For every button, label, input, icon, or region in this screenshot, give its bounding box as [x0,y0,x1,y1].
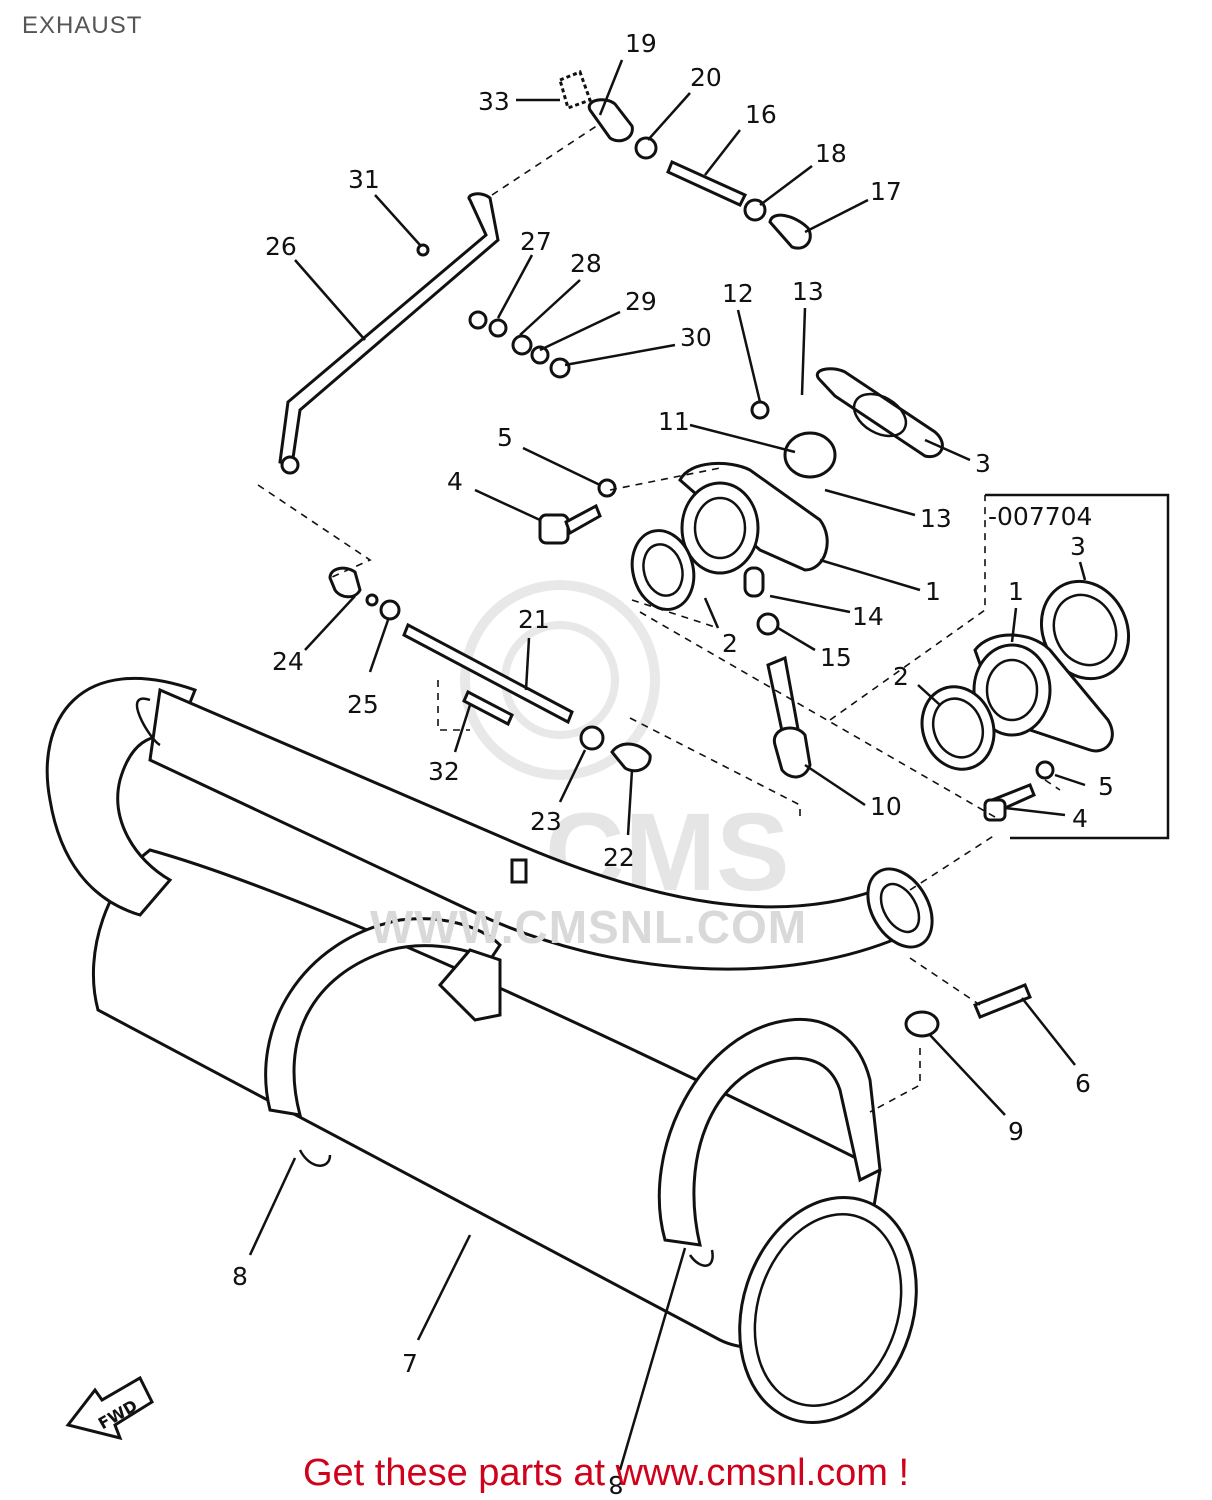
callout-4a: 4 [447,467,463,496]
bolt-4-upper [538,478,617,545]
inset-label: -007704 [988,502,1092,531]
callout-3a: 3 [975,449,991,478]
flange-gasket-3 [816,367,944,459]
callout-4b: 4 [1072,804,1088,833]
callout-31: 31 [348,165,380,194]
callout-16: 16 [745,100,777,129]
callout-32: 32 [428,757,460,786]
callout-5b: 5 [1098,772,1114,801]
callout-9: 9 [1008,1117,1024,1146]
callout-19: 19 [625,29,657,58]
callout-1b: 1 [1008,577,1024,606]
callout-11: 11 [658,407,690,436]
inset-flange-assembly [920,579,1131,822]
callout-26: 26 [265,232,297,261]
middle-hardware [328,566,812,779]
callout-14: 14 [852,602,884,631]
nut-9 [904,1010,940,1038]
callout-25: 25 [347,690,379,719]
callout-22: 22 [603,843,635,872]
callout-30: 30 [680,323,712,352]
callout-29: 29 [625,287,657,316]
callout-2b: 2 [893,662,909,691]
callout-8a: 8 [232,1262,248,1291]
callout-10: 10 [870,792,902,821]
callout-17: 17 [870,177,902,206]
page-title: EXHAUST [22,12,143,39]
callout-7: 7 [402,1349,418,1378]
fwd-arrow-icon: FWD [65,1375,154,1441]
callout-13a: 13 [792,277,824,306]
callout-3b: 3 [1070,532,1086,561]
callouts: 19 33 20 16 18 17 31 26 27 28 29 30 12 1… [232,29,1114,1499]
callout-1a: 1 [925,577,941,606]
clamp-6 [973,983,1032,1019]
callout-20: 20 [690,63,722,92]
leader-lines [248,59,1087,1471]
callout-23: 23 [530,807,562,836]
exhaust-pipe [45,677,934,971]
callout-27: 27 [520,227,552,256]
callout-2a: 2 [722,629,738,658]
callout-21: 21 [518,605,550,634]
alignment-lines [257,124,1061,1113]
watermark-url: WWW.CMSNL.COM [370,901,808,953]
exhaust-manifold-1 [630,461,829,636]
callout-24: 24 [272,647,304,676]
callout-18: 18 [815,139,847,168]
callout-13b: 13 [920,504,952,533]
pipe-26 [278,192,571,475]
muffler-band-left [264,917,502,1167]
muffler-band-right [657,1017,882,1267]
callout-12: 12 [722,279,754,308]
callout-28: 28 [570,249,602,278]
inset-frame [985,493,1170,840]
callout-33: 33 [478,87,510,116]
callout-8b: 8 [608,1470,624,1499]
callout-5a: 5 [497,423,513,452]
footer-cta[interactable]: Get these parts at www.cmsnl.com ! [302,1452,910,1494]
callout-15: 15 [820,643,852,672]
plate-11 [750,400,837,479]
callout-6: 6 [1075,1069,1091,1098]
top-bolt-assembly [558,70,812,250]
